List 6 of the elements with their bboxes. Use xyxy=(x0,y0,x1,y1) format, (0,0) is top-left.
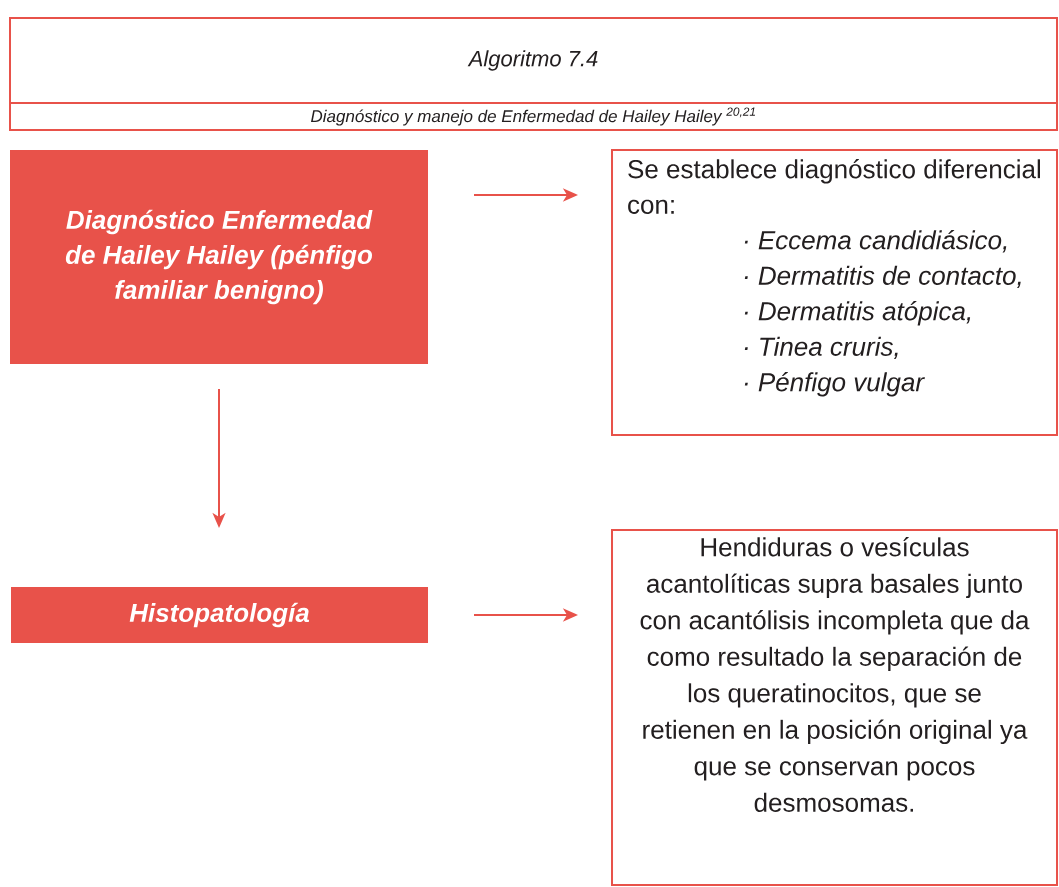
process-box: Histopatología xyxy=(11,587,428,643)
process-box: Diagnóstico Enfermedad de Hailey Hailey (pénfigo familiar benigno) xyxy=(10,150,428,364)
header-box: Algoritmo 7.4 xyxy=(9,17,1058,104)
text-box: Hendiduras o vesículas acantolíticas supra basales junto con acantólisis incompleta que da como resultado la separación de los queratinocitos, que se retienen en la posición original ya que se conservan pocos desmosomas. xyxy=(611,529,1058,886)
subtitle-box: Diagnóstico y manejo de Enfermedad de Hailey Hailey $^{20,21}$ xyxy=(9,102,1058,131)
list-box: Se establece diagnóstico diferencial con: · Eccema candidiásico, · Dermatitis de contacto, · Dermatitis atópica, · Tinea cruris, · Pénfigo vulgar xyxy=(611,149,1058,436)
